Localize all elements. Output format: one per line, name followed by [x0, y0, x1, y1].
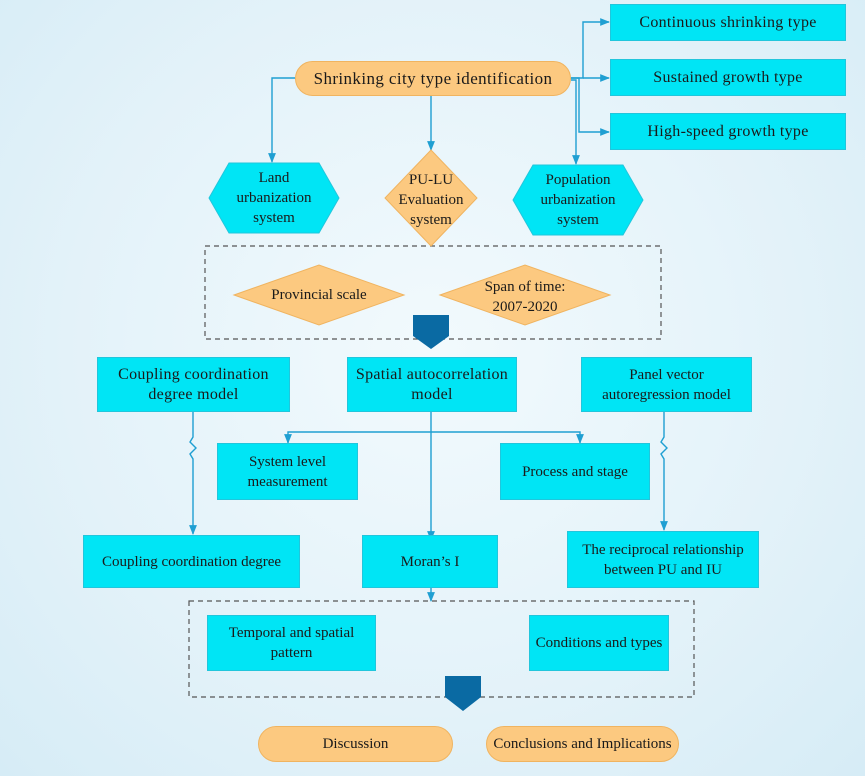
- population-system-label: Population urbanization system: [540, 172, 616, 228]
- sustained-growth-box: Sustained growth type: [610, 59, 846, 96]
- flow-pentagon-marker: [413, 315, 449, 349]
- connector-to-continuous: [571, 18, 610, 79]
- connector-to-land: [268, 77, 295, 163]
- connector-coupling-down: [189, 412, 197, 535]
- time-span-label: Span of time: 2007-2020: [484, 279, 566, 315]
- connector-to-population: [571, 79, 580, 165]
- system-level-box: System level measurement: [217, 443, 358, 500]
- discussion-pill: Discussion: [258, 726, 453, 762]
- reciprocal-box: The reciprocal relationship between PU a…: [567, 531, 759, 588]
- temporal-spatial-box: Temporal and spatial pattern: [207, 615, 376, 671]
- pulu-diamond: [384, 149, 478, 247]
- span-diamond: [438, 264, 612, 326]
- morans-i-box: Moran’s I: [362, 535, 498, 588]
- identification-pill: Shrinking city type identification: [295, 61, 571, 96]
- spatial-model-box: Spatial autocorrelation model: [347, 357, 517, 412]
- provincial-diamond: [232, 264, 406, 326]
- conclusions-pill: Conclusions and Implications: [486, 726, 679, 762]
- continuous-shrinking-box: Continuous shrinking type: [610, 4, 846, 41]
- provincial-scale-label: Provincial scale: [271, 287, 367, 303]
- connector-to-system-level: [284, 431, 431, 444]
- high-speed-growth-box: High-speed growth type: [610, 113, 846, 150]
- connector-to-process: [431, 431, 584, 444]
- connector-to-highspeed: [571, 77, 610, 136]
- land-hexagon: [208, 162, 340, 234]
- pulu-system-label: PU-LU Evaluation system: [398, 172, 464, 228]
- coupling-model-box: Coupling coordination degree model: [97, 357, 290, 412]
- connector-panel-down: [660, 412, 668, 531]
- flow-pentagon-marker: [445, 676, 481, 711]
- population-hexagon: [512, 164, 644, 236]
- process-stage-box: Process and stage: [500, 443, 650, 500]
- panel-model-box: Panel vector autoregression model: [581, 357, 752, 412]
- coupling-degree-box: Coupling coordination degree: [83, 535, 300, 588]
- pattern-dashed-group: [188, 600, 695, 698]
- land-system-label: Land urbanization system: [236, 170, 312, 226]
- conditions-types-box: Conditions and types: [529, 615, 669, 671]
